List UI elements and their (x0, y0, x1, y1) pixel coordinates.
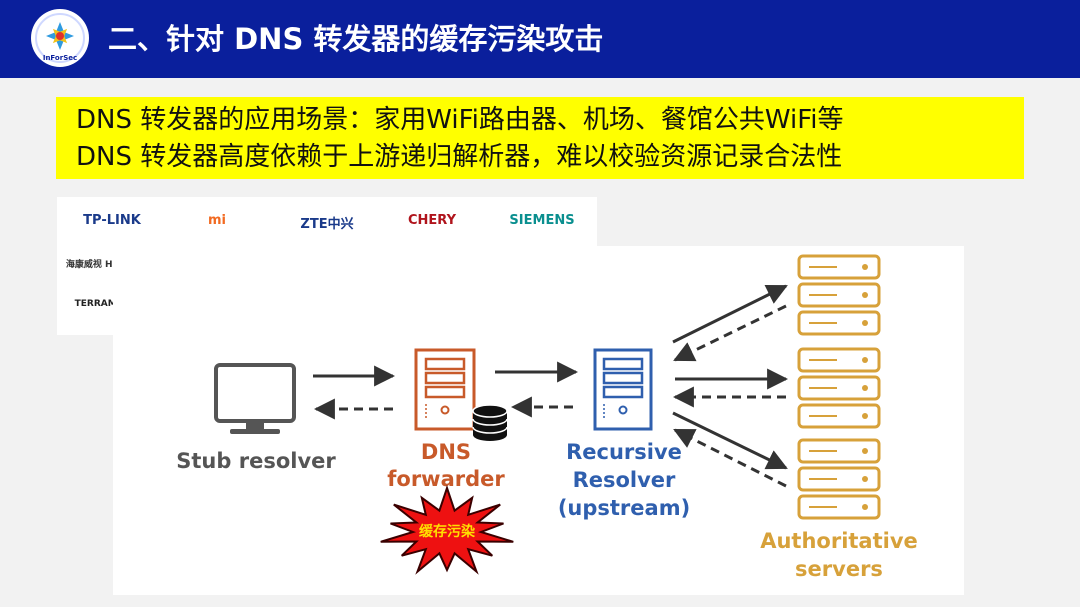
auth-server-led (862, 264, 868, 270)
arrow-to-auth-top (672, 284, 788, 344)
vendor-logo: TERRAMASTER (74, 299, 150, 309)
diagram-panel: Stub resolver DNS forwarder (113, 246, 964, 595)
arrow-from-auth-top (673, 304, 787, 362)
vendor-logo: SIEMENS (509, 213, 575, 228)
auth-server-unit (797, 310, 881, 336)
auth-label-1: Authoritative (760, 529, 918, 553)
auth-server-led (862, 292, 868, 298)
database-cache-icon (472, 404, 508, 441)
slide-title: 二、针对 DNS 转发器的缓存污染攻击 (108, 22, 604, 56)
recursive-server-icon (593, 348, 653, 431)
vendor-logo: ZTE中兴 (300, 217, 354, 232)
vendor-logo: TP-LINK (83, 213, 141, 228)
highlight-box: DNS 转发器的应用场景：家用WiFi路由器、机场、餐馆公共WiFi等 DNS … (56, 97, 1024, 179)
arrow-to-auth-bottom (672, 411, 788, 470)
authoritative-server-stacks (797, 254, 881, 520)
dns-forwarder-diagram: Stub resolver DNS forwarder (176, 254, 918, 581)
logo-text: InForSec (43, 54, 77, 62)
inforsec-logo: InForSec (31, 9, 89, 67)
auth-server-led (862, 504, 868, 510)
cache-poisoning-label: 缓存污染 (419, 523, 476, 540)
auth-server-unit (797, 494, 881, 520)
auth-server-led (862, 476, 868, 482)
auth-server-led (862, 448, 868, 454)
forwarder-label-1: DNS (421, 440, 471, 464)
auth-server-unit (797, 375, 881, 401)
auth-server-led (862, 413, 868, 419)
auth-server-led (862, 385, 868, 391)
cache-poisoning-burst: 缓存污染 (380, 484, 514, 575)
recursive-label-3: (upstream) (558, 496, 690, 520)
auth-server-unit (797, 347, 881, 373)
auth-server-led (862, 357, 868, 363)
vendor-logo: 海康威视 HIKVISION (65, 260, 159, 270)
burst-shape (380, 484, 514, 575)
recursive-label-2: Resolver (573, 468, 676, 492)
auth-server-unit (797, 282, 881, 308)
arrow-from-auth-bottom (673, 428, 787, 488)
highlight-line-1: DNS 转发器的应用场景：家用WiFi路由器、机场、餐馆公共WiFi等 (76, 105, 844, 135)
auth-server-unit (797, 438, 881, 464)
stub-resolver-label: Stub resolver (176, 449, 336, 473)
auth-label-2: servers (795, 557, 883, 581)
highlight-line-2: DNS 转发器高度依赖于上游递归解析器，难以校验资源记录合法性 (76, 142, 843, 172)
monitor-icon (214, 363, 296, 434)
auth-server-led (862, 320, 868, 326)
recursive-label-1: Recursive (566, 440, 682, 464)
auth-server-unit (797, 403, 881, 429)
vendor-logo: CHERY (407, 213, 456, 228)
auth-server-unit (797, 254, 881, 280)
forwarder-server-icon (414, 348, 476, 431)
auth-server-unit (797, 466, 881, 492)
title-bar: InForSec 二、针对 DNS 转发器的缓存污染攻击 (0, 0, 1080, 78)
vendor-logo: mi (207, 213, 226, 228)
